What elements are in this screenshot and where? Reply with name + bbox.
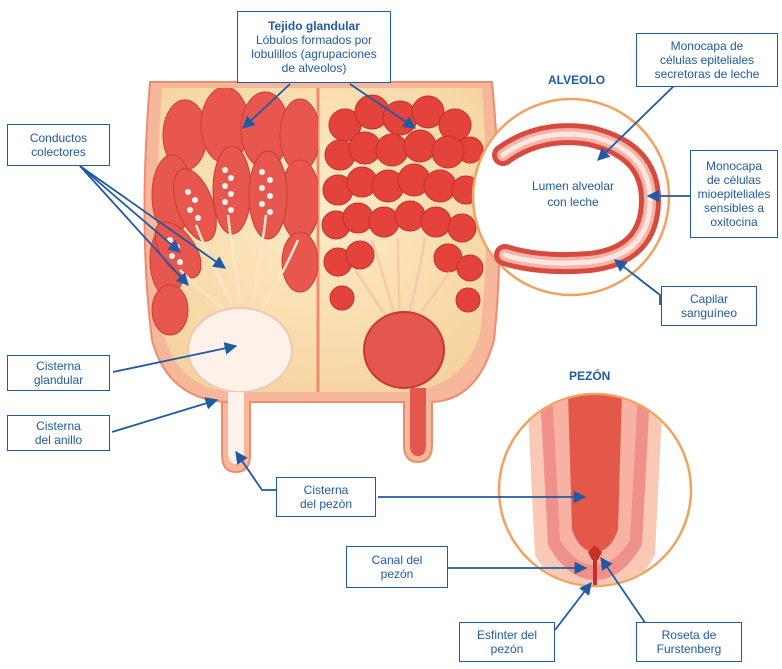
label-text: sensibles a [704,201,764,215]
label-text: con leche [518,194,628,210]
label-text: del anillo [35,433,82,447]
label-esfinter-pezon: Esfinter del pezón [459,622,555,662]
label-text: Monocapa [706,159,762,173]
label-text: secretoras de leche [655,67,760,81]
teat-zoom [499,392,691,596]
label-tejido-line: Lóbulos formados por [256,33,372,47]
heading-pezon: PEZÓN [569,369,610,383]
label-roseta-furstenberg: Roseta de Furstenberg [636,622,742,662]
label-text: Canal del [372,553,423,567]
label-text: mioepiteliales [698,187,771,201]
label-tejido-line: lobulillos (agrupaciones [251,47,376,61]
label-capilar-sanguineo: Capilar sanguíneo [661,286,757,326]
label-cisterna-glandular: Cisterna glandular [7,355,110,391]
label-text: Lumen alveolar [518,178,628,194]
label-text: de células [707,173,761,187]
label-text: células epiteliales [660,53,754,67]
label-tejido-glandular: Tejido glandular Lóbulos formados por lo… [237,11,391,83]
label-text: Roseta de [662,628,717,642]
label-text: Capilar [690,292,728,306]
label-text: del pezón [300,497,352,511]
heading-alveolo: ALVEOLO [548,73,605,87]
label-text: Conductos [30,131,87,145]
label-text: Cisterna [36,359,81,373]
label-tejido-line: de alveolos) [282,61,347,75]
label-cisterna-anillo: Cisterna del anillo [7,415,110,451]
label-monocapa-mioepiteliales: Monocapa de células mioepiteliales sensi… [690,150,778,238]
label-text: Monocapa de [671,39,744,53]
label-text: pezón [381,567,414,581]
label-text: pezón [491,642,524,656]
label-text: Cisterna [36,419,81,433]
label-text: oxitocina [710,215,757,229]
label-text: Furstenberg [657,642,722,656]
label-monocapa-secretoras: Monocapa de células epiteliales secretor… [636,33,778,87]
label-lumen-alveolar: Lumen alveolar con leche [518,178,628,210]
label-cisterna-pezon: Cisterna del pezón [276,477,376,517]
label-canal-pezon: Canal del pezón [346,546,448,588]
label-text: Cisterna [304,483,349,497]
label-text: glandular [34,373,83,387]
label-text: colectores [31,145,86,159]
label-text: sanguíneo [681,306,737,320]
label-tejido-title: Tejido glandular [268,19,360,33]
label-text: Esfinter del [477,628,537,642]
label-conductos-colectores: Conductos colectores [7,124,110,166]
